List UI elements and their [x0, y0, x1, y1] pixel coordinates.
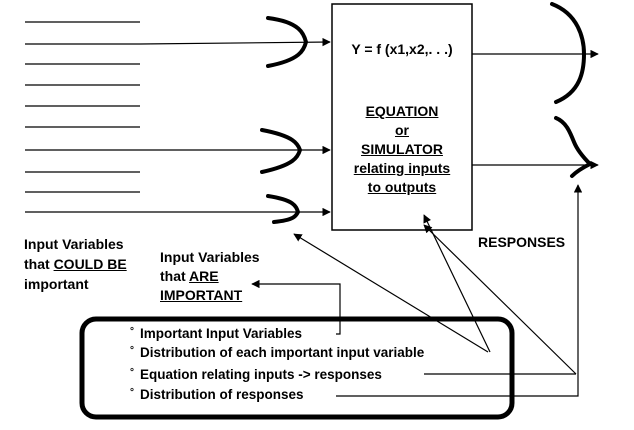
connector-important-inputs	[251, 279, 341, 335]
could-be-prefix: that	[24, 256, 54, 272]
connector-responses	[336, 184, 583, 397]
could-be-emphasis: COULD BE	[53, 256, 127, 272]
could-be-important-label: Input Variables that COULD BE important	[24, 234, 127, 294]
summary-item-text: Equation relating inputs -> responses	[140, 367, 382, 382]
summary-item-response-distribution: ° Distribution of responses	[130, 387, 304, 402]
bullet-marker: °	[130, 367, 134, 378]
responses-label: RESPONSES	[478, 234, 566, 250]
input-distribution-curves	[260, 16, 309, 224]
input-distribution-curve	[266, 16, 309, 68]
bullet-marker: °	[130, 345, 134, 356]
important-input-arrows	[139, 37, 331, 217]
bullet-marker: °	[130, 387, 134, 398]
input-distribution-curve	[266, 194, 301, 224]
are-important-line3: IMPORTANT	[160, 287, 243, 303]
are-important-line1: Input Variables	[160, 249, 260, 265]
response-distribution-curve	[550, 2, 587, 104]
are-important-prefix: that	[160, 268, 190, 284]
important-input-arrow	[139, 37, 331, 47]
connector-equation	[423, 214, 491, 353]
model-equation-label: EQUATION	[365, 103, 439, 119]
summary-item-text: Distribution of responses	[140, 387, 304, 402]
summary-box	[79, 316, 515, 420]
input-variable-lines	[25, 21, 140, 213]
summary-item-equation: ° Equation relating inputs -> responses	[130, 367, 382, 382]
output-arrows	[472, 49, 599, 170]
are-important-emphasis: ARE	[189, 268, 219, 284]
summary-item-important-inputs: ° Important Input Variables	[130, 326, 302, 341]
model-relating-label: relating inputs	[353, 160, 451, 176]
input-distribution-curve	[260, 128, 303, 174]
are-important-line2: that ARE	[160, 267, 260, 286]
connector-input-distribution	[293, 233, 489, 353]
could-be-line1: Input Variables	[24, 236, 124, 252]
model-box	[331, 3, 473, 231]
are-important-label: Input Variables that ARE IMPORTANT	[160, 248, 260, 305]
could-be-line2: that COULD BE	[24, 254, 127, 274]
summary-item-text: Distribution of each important input var…	[140, 345, 425, 360]
response-distribution-curves	[550, 2, 594, 178]
summary-item-input-distribution: ° Distribution of each important input va…	[130, 345, 424, 360]
response-distribution-curve	[554, 116, 594, 178]
model-outputs-label: to outputs	[367, 179, 437, 195]
connector-equation-model	[423, 224, 577, 375]
model-or-label: or	[395, 122, 409, 138]
summary-item-text: Important Input Variables	[140, 326, 303, 341]
bullet-marker: °	[130, 326, 134, 337]
model-simulator-label: SIMULATOR	[361, 141, 443, 157]
could-be-line3: important	[24, 276, 89, 292]
model-formula: Y = f (x1,x2,. . .)	[351, 41, 453, 57]
feedback-connectors	[251, 184, 583, 397]
